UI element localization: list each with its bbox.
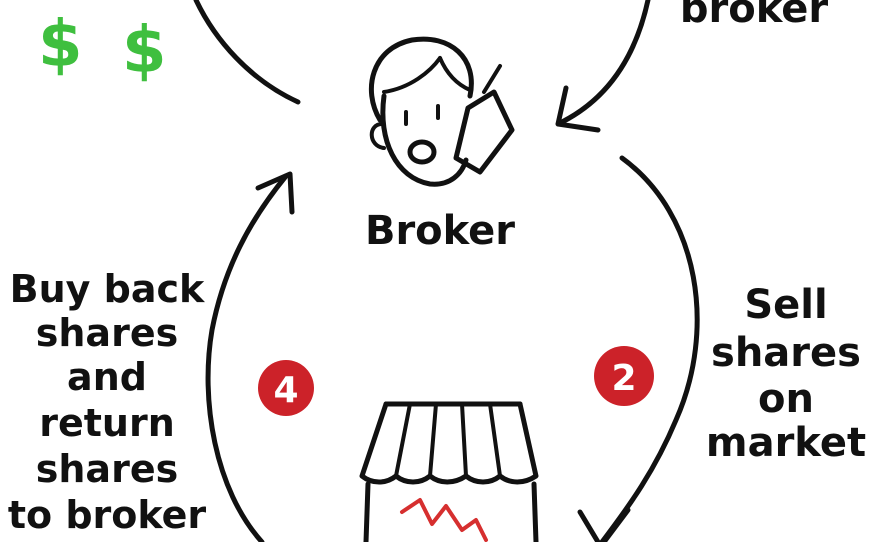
dollar-icon-2: $ <box>122 14 167 88</box>
top-right-label: broker <box>680 0 828 32</box>
step-badge-number: 2 <box>611 358 636 399</box>
left-label-line: Buy back <box>10 267 205 311</box>
right-label-line: shares <box>711 330 861 376</box>
step-badge-number: 4 <box>273 370 298 411</box>
step-badge-circle <box>594 346 654 406</box>
step-badge-2: 2 <box>594 346 654 406</box>
dollar-icons: $ $ <box>38 8 167 88</box>
arrow-top-right-arc <box>559 0 651 125</box>
left-label-line: return <box>39 401 175 445</box>
right-label-line: Sell <box>744 282 827 328</box>
broker-label: Broker <box>365 208 515 254</box>
left-label: Buy back shares and return shares to bro… <box>8 267 207 537</box>
right-label-line: market <box>706 420 866 466</box>
market-icon <box>359 401 539 542</box>
arrow-right-head <box>577 507 631 542</box>
right-label: Sell shares on market <box>706 282 866 466</box>
arrow-top-right-head <box>555 85 601 133</box>
left-label-line: shares <box>36 311 178 355</box>
dollar-icon-1: $ <box>38 8 83 82</box>
step-badge-circle <box>258 360 314 416</box>
step-badge-4: 4 <box>258 360 314 416</box>
left-label-line: shares <box>36 447 178 491</box>
market-chart-zigzag <box>400 498 488 542</box>
broker-icon <box>369 36 515 187</box>
arrow-left-head <box>255 171 295 215</box>
left-label-line: and <box>67 355 147 399</box>
arrow-top-left-arc <box>193 0 301 105</box>
arrow-left-arc <box>205 173 289 542</box>
right-label-line: on <box>758 376 814 422</box>
left-label-line: to broker <box>8 493 207 537</box>
arrow-right-arc <box>599 155 700 542</box>
